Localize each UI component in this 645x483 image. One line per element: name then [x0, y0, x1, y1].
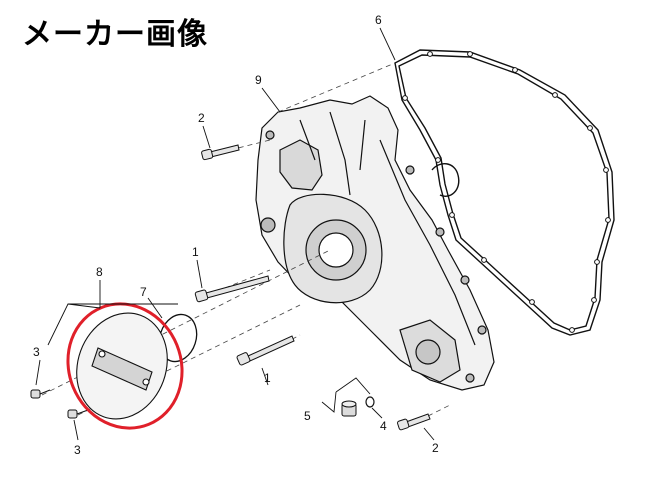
- drain-plug: [341, 400, 357, 417]
- callout-2-lower: 2: [432, 441, 439, 455]
- callout-4: 4: [380, 419, 387, 433]
- callout-3-upper: 3: [33, 345, 40, 359]
- cap-screw-lower: [67, 409, 89, 419]
- gasket-bolt-holes: [402, 51, 611, 333]
- callout-1-upper: 1: [192, 245, 199, 259]
- engine-cover: [255, 95, 495, 391]
- callout-7: 7: [140, 285, 147, 299]
- callout-8: 8: [96, 265, 103, 279]
- diagram-title: メーカー画像: [22, 17, 208, 52]
- callout-3-lower: 3: [74, 443, 81, 457]
- bolt-lower-right: [397, 413, 431, 431]
- cap-screw-upper: [30, 389, 51, 399]
- callout-1-lower: 1: [264, 371, 271, 385]
- callout-2-upper: 2: [198, 111, 205, 125]
- callout-5: 5: [304, 409, 311, 423]
- highlight-ring: [66, 302, 184, 430]
- sealing-washer: [365, 396, 375, 408]
- bolt-long-upper: [194, 275, 270, 303]
- leader-lines: [35, 27, 435, 441]
- callout-6: 6: [375, 13, 382, 27]
- bolt-upper-left: [201, 144, 240, 161]
- bolt-long-lower: [236, 335, 295, 366]
- inspection-cap: [76, 312, 168, 420]
- callout-9: 9: [255, 73, 262, 87]
